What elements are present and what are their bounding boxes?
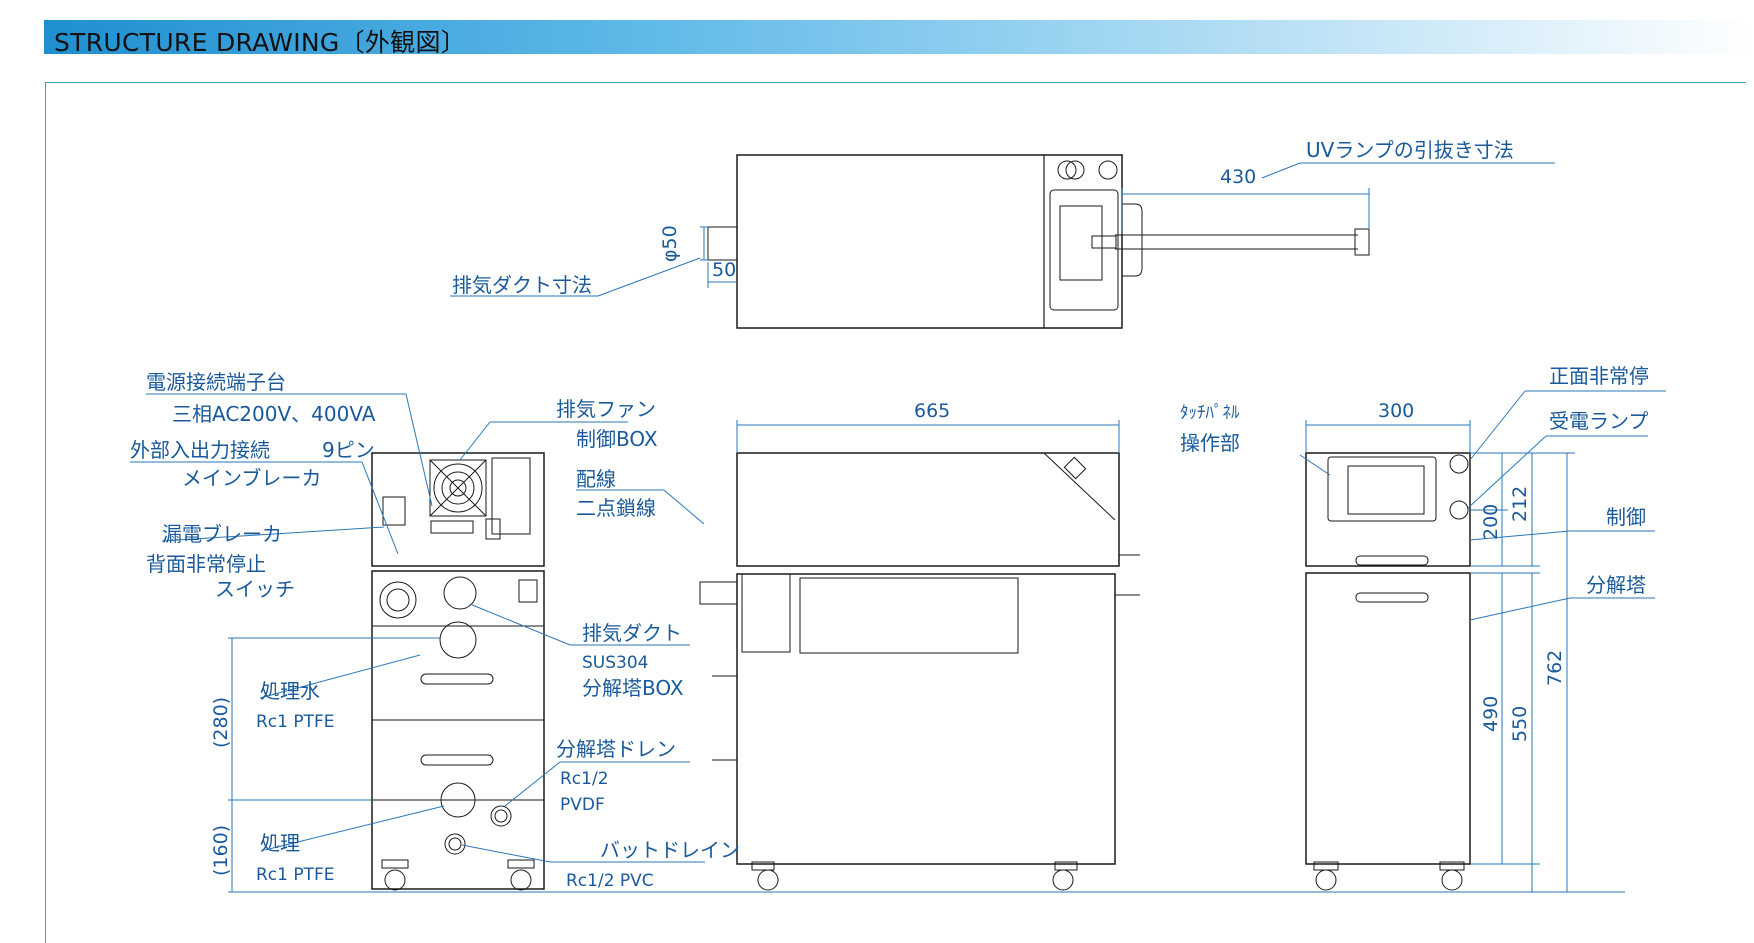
sus304-label: SUS304 (582, 653, 648, 673)
dim-550: 550 (1509, 706, 1531, 742)
power-lamp (1449, 500, 1469, 520)
power-spec-label: 三相AC200V、400VA (172, 402, 376, 426)
switch-label: スイッチ (215, 577, 295, 601)
top-lamp-1 (1057, 160, 1077, 180)
exhaust-duct-stub (707, 226, 738, 261)
dim-212: 212 (1509, 486, 1531, 522)
rear-estop (379, 581, 417, 619)
front-control-box (1305, 452, 1471, 567)
top-lamp-2 (1098, 160, 1118, 180)
vat-drain-port (444, 833, 466, 855)
decomp-box-label: 分解塔BOX (582, 676, 684, 700)
touch-panel-screen (1347, 465, 1425, 515)
drain-spec-1: Rc1/2 (560, 769, 609, 789)
side-caster-right (1054, 861, 1078, 871)
front-handle-2 (1355, 592, 1429, 603)
ext-io-pins-label: 9ピン (322, 438, 375, 462)
treated-water-label: 処理水 (260, 679, 320, 703)
exhaust-fan-label: 排気ファン (556, 397, 656, 421)
uv-lamp-holder (1091, 235, 1117, 249)
touch-panel (1327, 456, 1437, 522)
exhaust-duct-port (443, 576, 477, 610)
dim-160: (160) (210, 825, 232, 876)
front-estop (1449, 454, 1469, 474)
terminal-block (430, 520, 474, 534)
power-terminal-label: 電源接続端子台 (146, 370, 286, 394)
uv-lamp-end (1354, 228, 1370, 256)
page-title: STRUCTURE DRAWING〔外観図〕 (54, 28, 467, 57)
drain-spec-2: PVDF (560, 795, 605, 815)
uv-lamp-label: UVランプの引抜き寸法 (1306, 138, 1514, 162)
decomp-drain-port (490, 805, 512, 827)
treated-label: 処理 (260, 831, 300, 855)
decomp-tower-label: 分解塔 (1586, 573, 1646, 597)
exhaust-fan (429, 459, 487, 517)
side-view: 665 配線 二点鎖線 排気ダクト SUS304 分解塔BOX 分解塔ドレン R… (556, 400, 1140, 891)
power-lamp-label: 受電ランプ (1549, 409, 1648, 433)
dim-430: 430 (1220, 166, 1256, 188)
front-caster-right (1439, 861, 1465, 871)
side-lower-cabinet (736, 573, 1116, 865)
dim-50: 50 (712, 259, 736, 281)
front-view: ﾀｯﾁﾊﾟﾈﾙ 操作部 300 正面非常停 受電ランプ 制御 分解塔 212 2… (1180, 364, 1666, 893)
dim-762: 762 (1544, 650, 1566, 686)
lower-cabinet (371, 570, 545, 890)
exhaust-duct-dim-label: 排気ダクト寸法 (452, 273, 592, 297)
two-dot-chain-label: 二点鎖線 (576, 496, 656, 520)
handle-2 (420, 754, 494, 766)
touch-panel-label: ﾀｯﾁﾊﾟﾈﾙ (1180, 403, 1240, 423)
handle-1 (420, 673, 494, 685)
top-view: UVランプの引抜き寸法 430 φ50 50 排気ダクト寸法 (450, 138, 1555, 329)
title-banner: STRUCTURE DRAWING〔外観図〕 (44, 20, 1754, 57)
control-label: 制御 (1606, 505, 1646, 529)
side-exhaust-duct (699, 581, 738, 605)
treated-water-spec: Rc1 PTFE (256, 712, 335, 732)
leak-breaker-label: 漏電ブレーカ (162, 522, 282, 546)
treated-port (440, 782, 476, 818)
operation-label: 操作部 (1180, 431, 1240, 455)
wiring-label: 配線 (576, 467, 616, 491)
vat-drain-label: バットドレイン (600, 838, 740, 862)
top-view-panel (1049, 189, 1119, 311)
vat-drain-spec: Rc1/2 PVC (566, 871, 654, 891)
side-access-plate (799, 577, 1019, 654)
caster-right (507, 859, 535, 869)
back-view: 電源接続端子台 三相AC200V、400VA 外部入出力接続 9ピン メインブレ… (130, 370, 705, 893)
dim-665: 665 (914, 400, 950, 422)
connector (518, 579, 538, 603)
ext-io-label: 外部入出力接続 (130, 438, 270, 462)
rear-estop-label: 背面非常停止 (146, 552, 266, 576)
drawing-frame (45, 82, 1746, 943)
treated-water-port (439, 621, 477, 659)
top-view-body (736, 154, 1123, 329)
caster-left (381, 859, 409, 869)
control-box-body (371, 452, 545, 567)
side-duct-box (741, 573, 791, 653)
dim-200: 200 (1480, 504, 1502, 540)
front-estop-label: 正面非常停 (1549, 364, 1649, 388)
top-view-screen (1059, 205, 1103, 281)
side-panel-slope (1043, 452, 1116, 521)
dim-300: 300 (1378, 400, 1414, 422)
front-caster-left (1313, 861, 1339, 871)
front-lower-cabinet (1305, 572, 1471, 865)
decomp-drain-label: 分解塔ドレン (556, 737, 676, 761)
exhaust-duct-label: 排気ダクト (582, 621, 682, 645)
dim-490: 490 (1480, 696, 1502, 732)
front-handle-1 (1355, 555, 1429, 566)
treated-spec: Rc1 PTFE (256, 865, 335, 885)
title-gradient-bar (44, 20, 1754, 54)
dim-280: (280) (210, 697, 232, 748)
main-breaker-label: メインブレーカ (182, 466, 321, 490)
leak-breaker-box (382, 496, 406, 526)
control-box-label: 制御BOX (576, 427, 658, 451)
side-caster-left (751, 861, 775, 871)
breaker-group (491, 457, 531, 535)
dim-phi50: φ50 (659, 225, 681, 262)
